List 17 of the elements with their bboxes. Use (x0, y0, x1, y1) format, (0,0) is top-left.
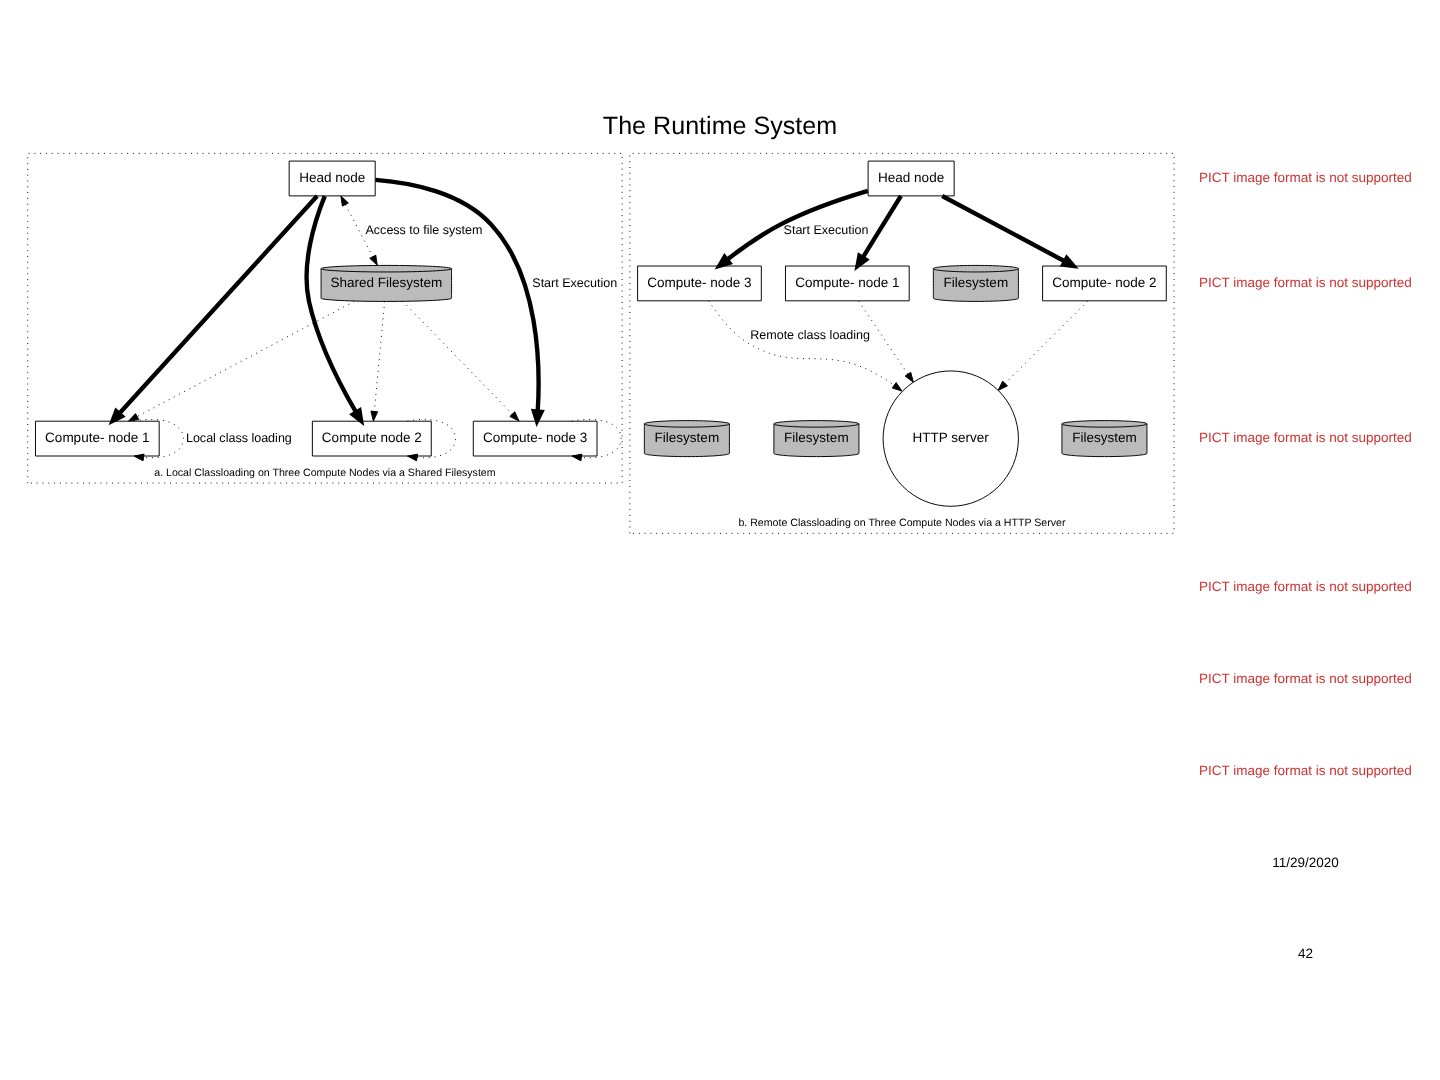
arrow (340, 194, 378, 265)
arrow (997, 299, 1089, 390)
diagram-title: The Runtime System (602, 110, 838, 139)
arrow (304, 194, 365, 425)
arrow (406, 417, 456, 461)
arrow (854, 193, 903, 270)
arrow (370, 299, 386, 421)
arrow (571, 417, 622, 461)
arrow (133, 417, 184, 461)
arrow (858, 299, 914, 382)
arrow (941, 193, 1079, 268)
arrow (402, 299, 520, 421)
arrow (108, 193, 319, 425)
arrow (708, 299, 903, 391)
arrow (375, 176, 545, 427)
arrow (714, 187, 869, 269)
arrow (128, 299, 355, 421)
